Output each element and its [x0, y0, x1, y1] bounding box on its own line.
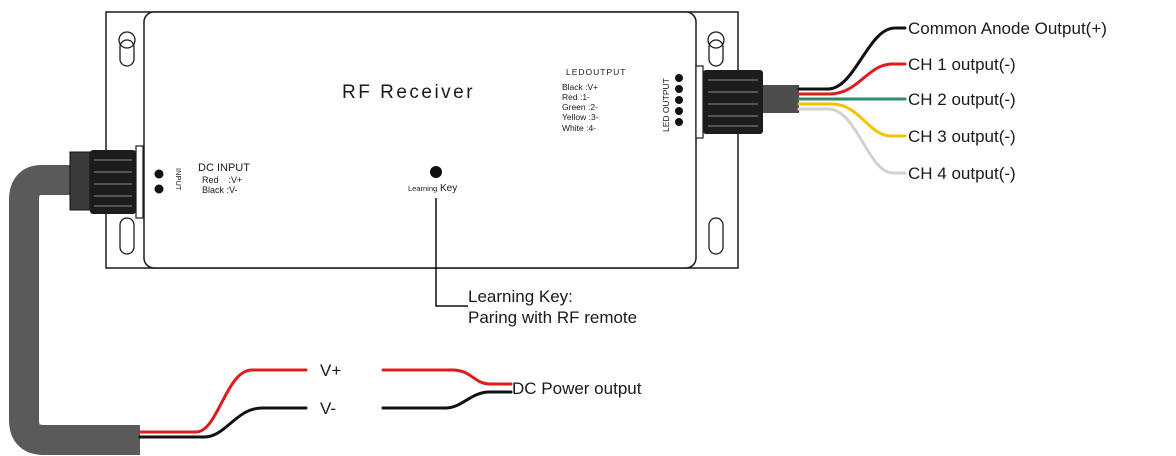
led-legend-red: Red :1- [562, 92, 590, 102]
output-cable-gland [695, 65, 799, 139]
callout-line-2: Paring with RF remote [468, 308, 637, 327]
wire-power-minus-left [138, 406, 308, 439]
vminus-label: V- [320, 399, 336, 418]
output-label-common-anode: Common Anode Output(+) [908, 19, 1107, 38]
mounting-slot-top-left [118, 31, 136, 67]
led-legend-green: Green :2- [562, 102, 598, 112]
mounting-slot-top-right [707, 31, 725, 67]
led-legend-yellow: Yellow :3- [562, 112, 599, 122]
wire-common-anode [797, 26, 907, 91]
output-label-ch4: CH 4 output(-) [908, 164, 1016, 183]
wire-power-minus-right [381, 390, 513, 410]
dc-input-header: DC INPUT [198, 162, 250, 174]
wire-power-plus-left [138, 368, 308, 434]
wire-ch4 [797, 107, 907, 175]
receiver-housing [143, 11, 697, 269]
input-vertical-label: INPUT [174, 168, 183, 191]
led-legend-black: Black :V+ [562, 82, 598, 92]
device-title: RF Receiver [342, 82, 475, 103]
mounting-slot-bottom-right [708, 217, 724, 255]
wire-ch1 [797, 62, 907, 96]
input-cable [9, 165, 140, 455]
wire-power-plus-right [381, 368, 513, 386]
wire-ch3 [797, 102, 907, 138]
input-cable-gland [69, 145, 144, 219]
learning-key-leader-line [435, 198, 468, 307]
learning-key-button[interactable] [430, 166, 442, 178]
dc-input-terminals [154, 169, 164, 194]
led-output-terminals [675, 74, 683, 126]
vplus-label: V+ [320, 361, 341, 380]
led-legend-white: White :4- [562, 123, 596, 133]
learning-key-label: Learning Key [408, 183, 457, 194]
dc-power-output-label: DC Power output [512, 379, 642, 398]
mounting-slot-bottom-left [119, 217, 135, 255]
output-label-ch1: CH 1 output(-) [908, 55, 1016, 74]
output-label-ch3: CH 3 output(-) [908, 127, 1016, 146]
callout-line-1: Learning Key: [468, 287, 573, 306]
led-output-vertical-label: LED OUTPUT [661, 78, 671, 132]
dc-input-black: Black :V- [202, 185, 238, 195]
output-label-ch2: CH 2 output(-) [908, 90, 1016, 109]
led-output-header: LEDOUTPUT [566, 67, 626, 77]
dc-input-red: Red :V+ [202, 175, 242, 185]
